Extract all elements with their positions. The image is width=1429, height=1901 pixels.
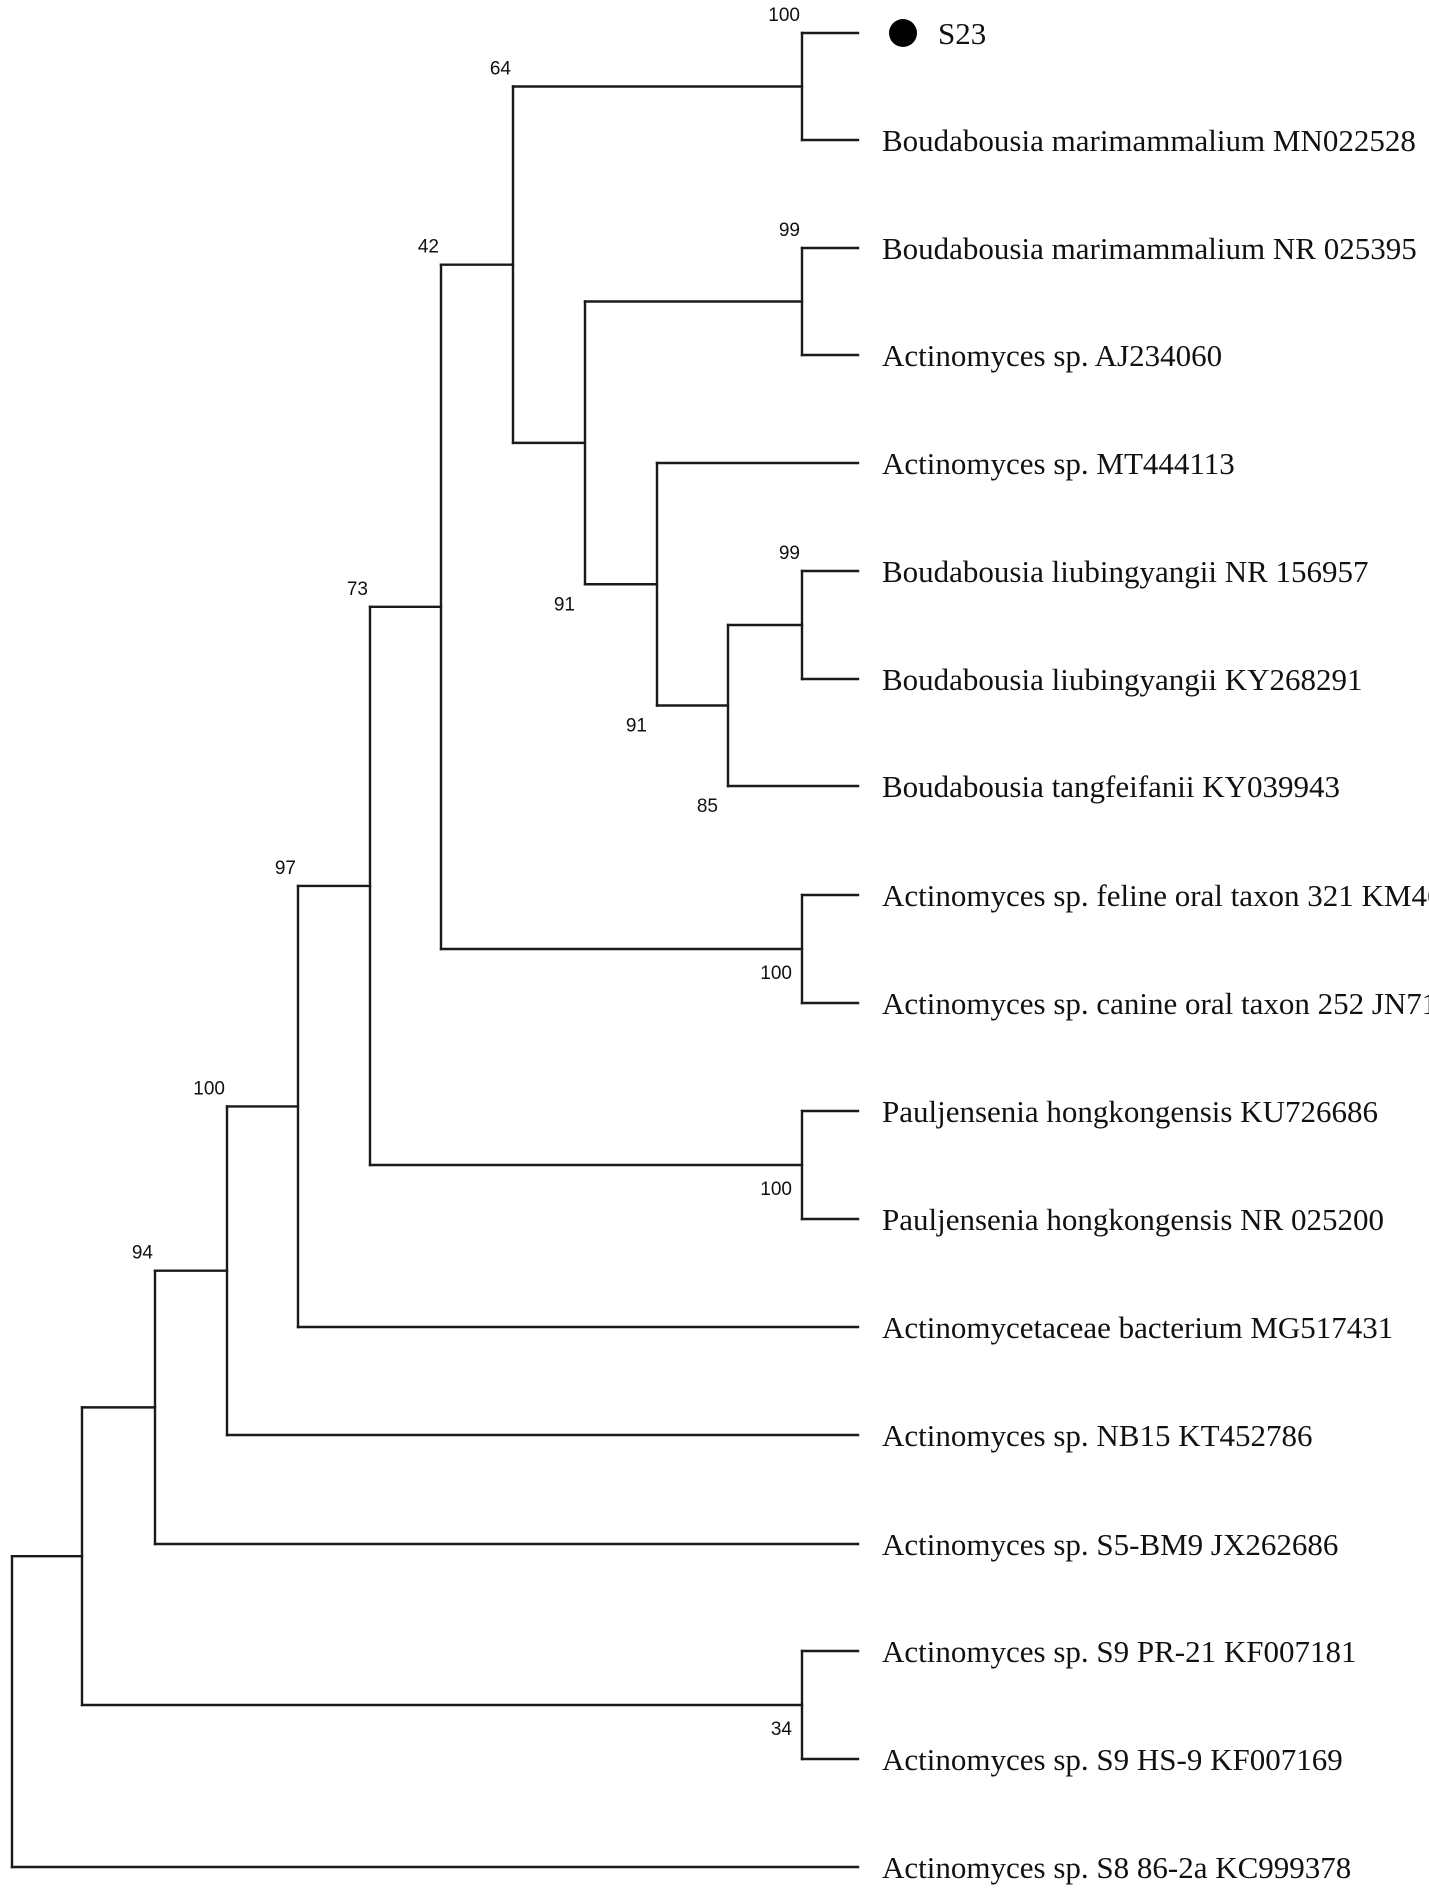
bootstrap-value-nJ: 100 [760,1179,792,1200]
leaf-label: Actinomycetaceae bacterium MG517431 [882,1310,1393,1345]
bootstrap-value-nC: 99 [779,543,800,564]
bootstrap-value-nN: 94 [132,1243,154,1264]
leaf-label: Boudabousia tangfeifanii KY039943 [882,769,1340,804]
leaf-label: Boudabousia marimammalium MN022528 [882,123,1416,158]
leaf-label: Actinomyces sp. AJ234060 [882,338,1222,373]
bootstrap-value-nE: 91 [626,716,647,737]
leaf-label: Pauljensenia hongkongensis NR 025200 [882,1202,1384,1237]
leaf-label: S23 [938,16,986,51]
leaf-label: Pauljensenia hongkongensis KU726686 [882,1094,1378,1129]
tree-branches [10,31,860,1869]
leaf-label: Boudabousia liubingyangii NR 156957 [882,554,1369,589]
bootstrap-value-nF: 91 [554,594,575,615]
leaf-label: Actinomyces sp. S5-BM9 JX262686 [882,1527,1338,1562]
bootstrap-value-nL: 97 [275,858,296,879]
leaf-label: Actinomyces sp. S9 HS-9 KF007169 [882,1742,1343,1777]
leaf-label: Boudabousia liubingyangii KY268291 [882,662,1362,697]
leaf-label: Actinomyces sp. feline oral taxon 321 KM… [882,878,1429,913]
leaf-label: Actinomyces sp. MT444113 [882,446,1235,481]
leaf-label: Actinomyces sp. canine oral taxon 252 JN… [882,986,1429,1021]
bootstrap-value-nG: 64 [490,59,512,80]
bootstrap-value-nD: 85 [697,796,718,817]
bootstrap-value-nK: 73 [347,579,368,600]
leaf-label: Actinomyces sp. S8 86-2a KC999378 [882,1850,1351,1885]
leaf-label: Boudabousia marimammalium NR 025395 [882,231,1417,266]
tree-labels: 100 99 99 85 91 91 64 100 42 100 73 97 100 94 34 S23Bou… [132,5,1429,1885]
bootstrap-value-nA: 100 [768,5,800,26]
bootstrap-value-nB: 99 [779,220,800,241]
bootstrap-value-nI: 42 [418,237,439,258]
leaf-label: Actinomyces sp. NB15 KT452786 [882,1418,1313,1453]
leaf-label: Actinomyces sp. S9 PR-21 KF007181 [882,1634,1357,1669]
bootstrap-value-nO: 34 [771,1719,793,1740]
query-sequence-marker-icon [889,19,917,47]
bootstrap-value-nM: 100 [193,1078,225,1099]
bootstrap-value-nH: 100 [760,963,792,984]
